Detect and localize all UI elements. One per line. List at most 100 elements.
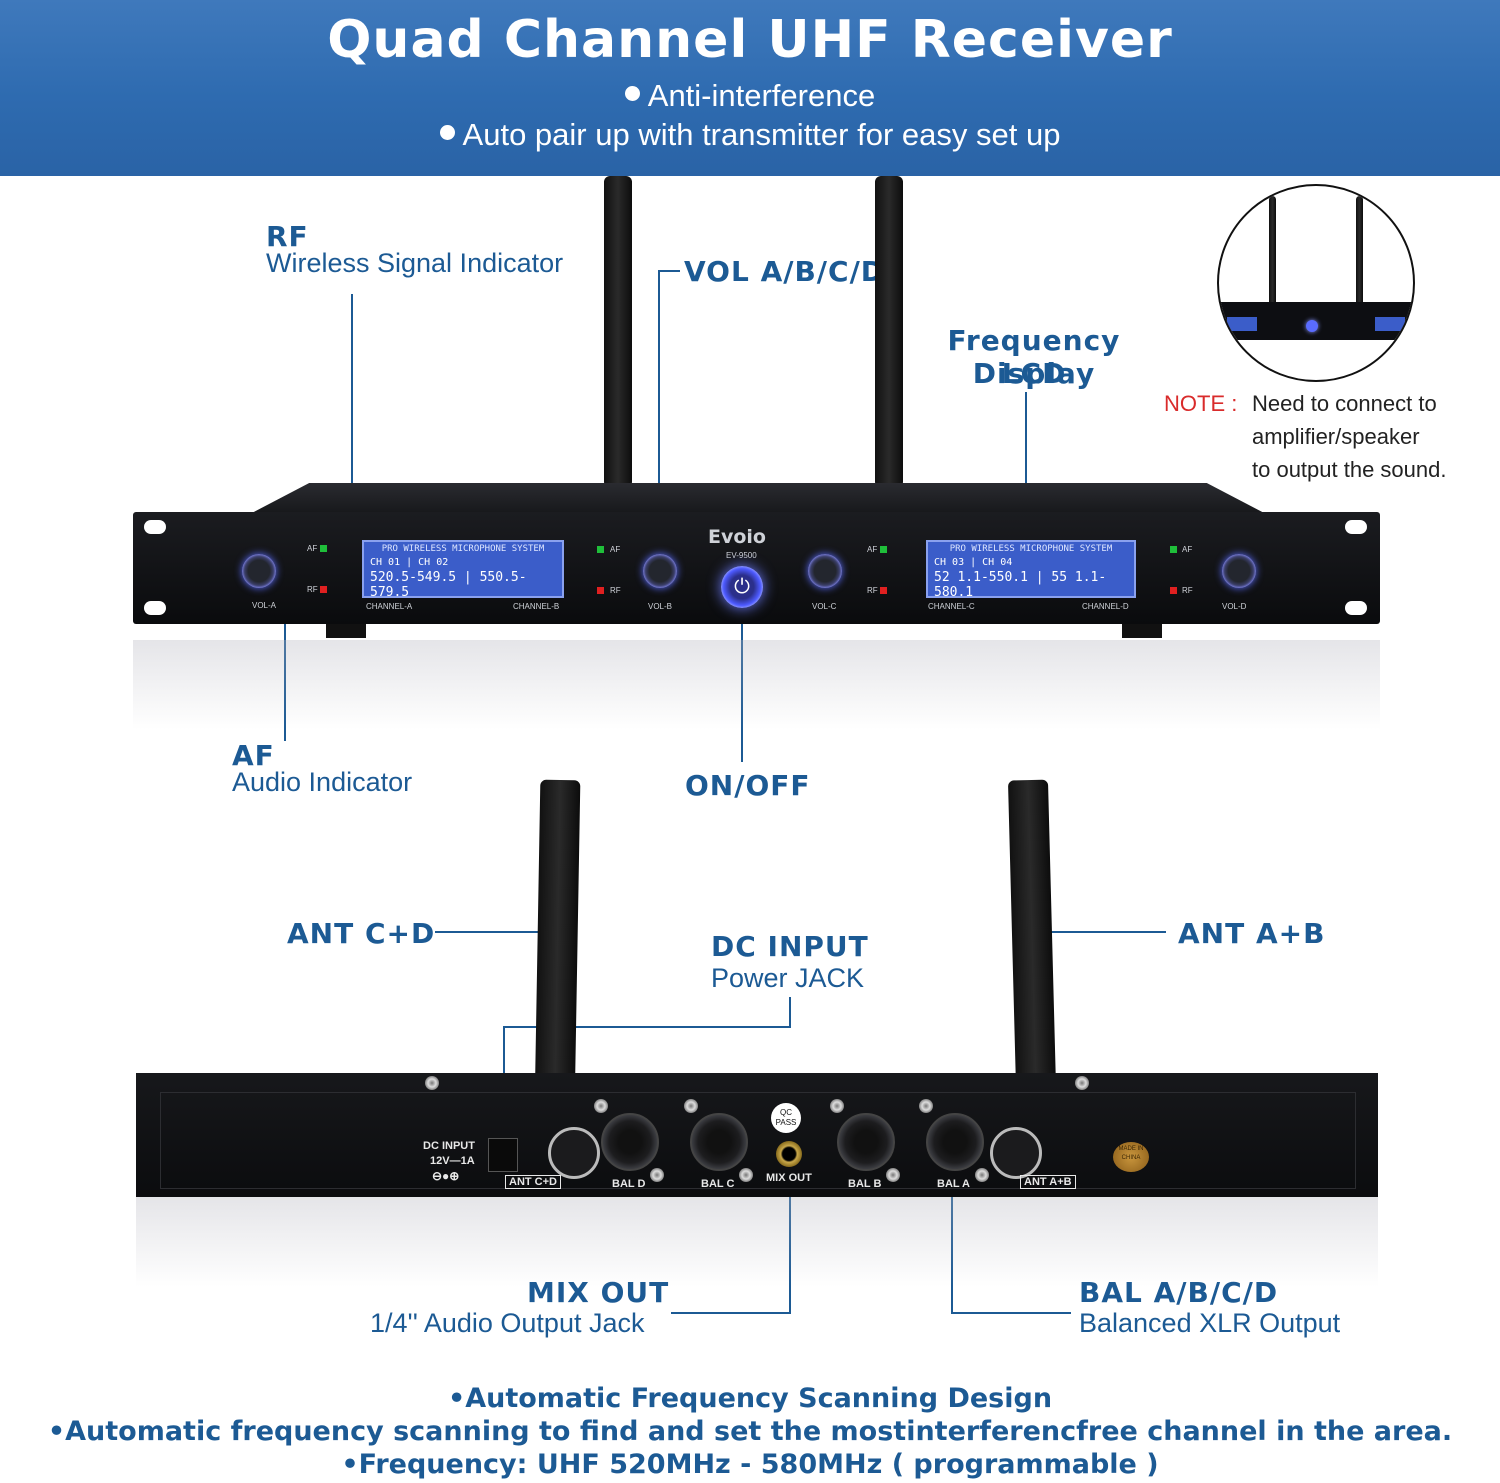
vol-callout-line — [658, 270, 660, 572]
device-foot — [326, 624, 366, 638]
channel-a-label: CHANNEL-A — [366, 602, 413, 611]
header-banner — [0, 0, 1500, 176]
ant-cd-callout-title: ANT C+D — [287, 917, 436, 950]
bal-callout-line — [951, 1312, 1071, 1314]
antenna-connector-ab[interactable] — [990, 1127, 1042, 1179]
screw-icon — [650, 1168, 664, 1182]
header-bullet: Anti-interference — [0, 78, 1500, 114]
ant-cd-callout-line — [435, 931, 552, 933]
lcd-display-right: PRO WIRELESS MICROPHONE SYSTEM CH 03 | C… — [926, 540, 1136, 600]
xlr-output-c[interactable] — [690, 1113, 748, 1171]
screw-icon — [1075, 1076, 1089, 1090]
af-led-label: AF — [1182, 545, 1193, 554]
screw-icon — [425, 1076, 439, 1090]
bal-a-label: BAL A — [937, 1178, 970, 1190]
dc-rating-label: 12V—1A — [430, 1155, 475, 1167]
rack-hole-icon — [1345, 520, 1367, 534]
rear-view-thumbnail — [1217, 184, 1415, 382]
dc-power-jack[interactable] — [488, 1138, 518, 1172]
vol-callout-line — [658, 270, 680, 272]
channel-c-label: CHANNEL-C — [928, 602, 975, 611]
antenna-connector-cd[interactable] — [548, 1127, 600, 1179]
bal-d-label: BAL D — [612, 1178, 646, 1190]
rf-led-label: RF — [307, 585, 318, 594]
note-text: Need to connect to — [1252, 391, 1437, 416]
antenna-icon — [875, 176, 903, 484]
rack-hole-icon — [144, 601, 166, 615]
device-foot — [1122, 624, 1162, 638]
polarity-icon: ⊖●⊕ — [432, 1169, 460, 1183]
af-led-label: AF — [307, 544, 318, 553]
xlr-output-b[interactable] — [837, 1113, 895, 1171]
bal-callout-line — [951, 1155, 953, 1314]
receiver-front-panel — [133, 512, 1380, 624]
screw-icon — [830, 1099, 844, 1113]
dc-callout-subtitle: Power JACK — [711, 963, 865, 993]
rack-hole-icon — [144, 520, 166, 534]
qc-pass-sticker: QC PASS — [771, 1103, 801, 1133]
bal-callout-subtitle: Balanced XLR Output — [1079, 1308, 1341, 1338]
volume-d-knob[interactable] — [1222, 554, 1256, 588]
made-in-china-seal: MADE IN CHINA — [1113, 1142, 1149, 1172]
volume-a-knob[interactable] — [242, 554, 276, 588]
bal-b-label: BAL B — [848, 1178, 882, 1190]
af-led-icon — [1170, 546, 1177, 553]
af-callout-title: AF — [232, 739, 275, 772]
vol-a-label: VOL-A — [252, 601, 277, 610]
rf-led-label: RF — [610, 586, 621, 595]
lcd-display-left: PRO WIRELESS MICROPHONE SYSTEM CH 01 | C… — [362, 540, 564, 600]
note-text: to output the sound. — [1252, 457, 1447, 482]
rf-callout-title: RF — [266, 220, 309, 253]
rack-hole-icon — [1345, 601, 1367, 615]
brand-logo: Evoio — [708, 526, 766, 548]
mix-out-label: MIX OUT — [766, 1172, 812, 1184]
mix-callout-title: MIX OUT — [527, 1276, 670, 1309]
ant-cd-label: ANT C+D — [505, 1175, 561, 1189]
bal-c-label: BAL C — [701, 1178, 735, 1190]
footer-bullet: •Automatic frequency scanning to find an… — [47, 1416, 1453, 1447]
rf-callout-line — [351, 294, 353, 590]
mix-out-jack[interactable] — [776, 1141, 802, 1167]
af-callout-subtitle: Audio Indicator — [232, 767, 413, 797]
device-top — [248, 483, 1268, 515]
footer-bullet: •Frequency: UHF 520MHz - 580MHz ( progra… — [341, 1449, 1159, 1480]
vol-callout-title: VOL A/B/C/D — [684, 255, 886, 288]
antenna-icon — [604, 176, 632, 484]
onoff-callout-title: ON/OFF — [685, 769, 811, 802]
note-label: NOTE : — [1164, 391, 1238, 416]
mix-callout-line — [789, 1155, 791, 1314]
dc-input-label: DC INPUT — [423, 1140, 475, 1152]
lcd-callout-line — [1025, 392, 1027, 544]
ant-ab-label: ANT A+B — [1020, 1175, 1076, 1189]
screw-icon — [886, 1168, 900, 1182]
thumbnail-lcd — [1227, 317, 1257, 331]
bullet-dot-icon — [439, 125, 455, 140]
screw-icon — [684, 1099, 698, 1113]
rf-led-label: RF — [867, 586, 878, 595]
footer-bullet: •Automatic Frequency Scanning Design — [447, 1383, 1053, 1414]
device-reflection — [133, 640, 1380, 730]
note-text: amplifier/speaker — [1252, 424, 1420, 449]
vol-b-label: VOL-B — [648, 602, 673, 611]
power-icon: ⏻ — [734, 576, 750, 598]
xlr-output-d[interactable] — [601, 1113, 659, 1171]
screw-icon — [919, 1099, 933, 1113]
volume-c-knob[interactable] — [808, 554, 842, 588]
af-led-label: AF — [610, 545, 621, 554]
thumbnail-power-icon — [1306, 320, 1318, 332]
af-led-label: AF — [867, 545, 878, 554]
page-title: Quad Channel UHF Receiver — [327, 10, 1173, 70]
rf-callout-subtitle: Wireless Signal Indicator — [266, 248, 564, 278]
header-bullet: Auto pair up with transmitter for easy s… — [0, 117, 1500, 153]
model-label: EV-9500 — [726, 551, 757, 560]
dc-callout-title: DC INPUT — [711, 930, 869, 963]
af-led-icon — [597, 546, 604, 553]
ant-ab-callout-line — [1050, 931, 1166, 933]
rf-led-label: RF — [1182, 586, 1193, 595]
rear-inset — [160, 1092, 1356, 1189]
xlr-output-a[interactable] — [926, 1113, 984, 1171]
channel-b-label: CHANNEL-B — [513, 602, 560, 611]
screw-icon — [739, 1168, 753, 1182]
volume-b-knob[interactable] — [643, 554, 677, 588]
power-button[interactable] — [721, 566, 763, 608]
